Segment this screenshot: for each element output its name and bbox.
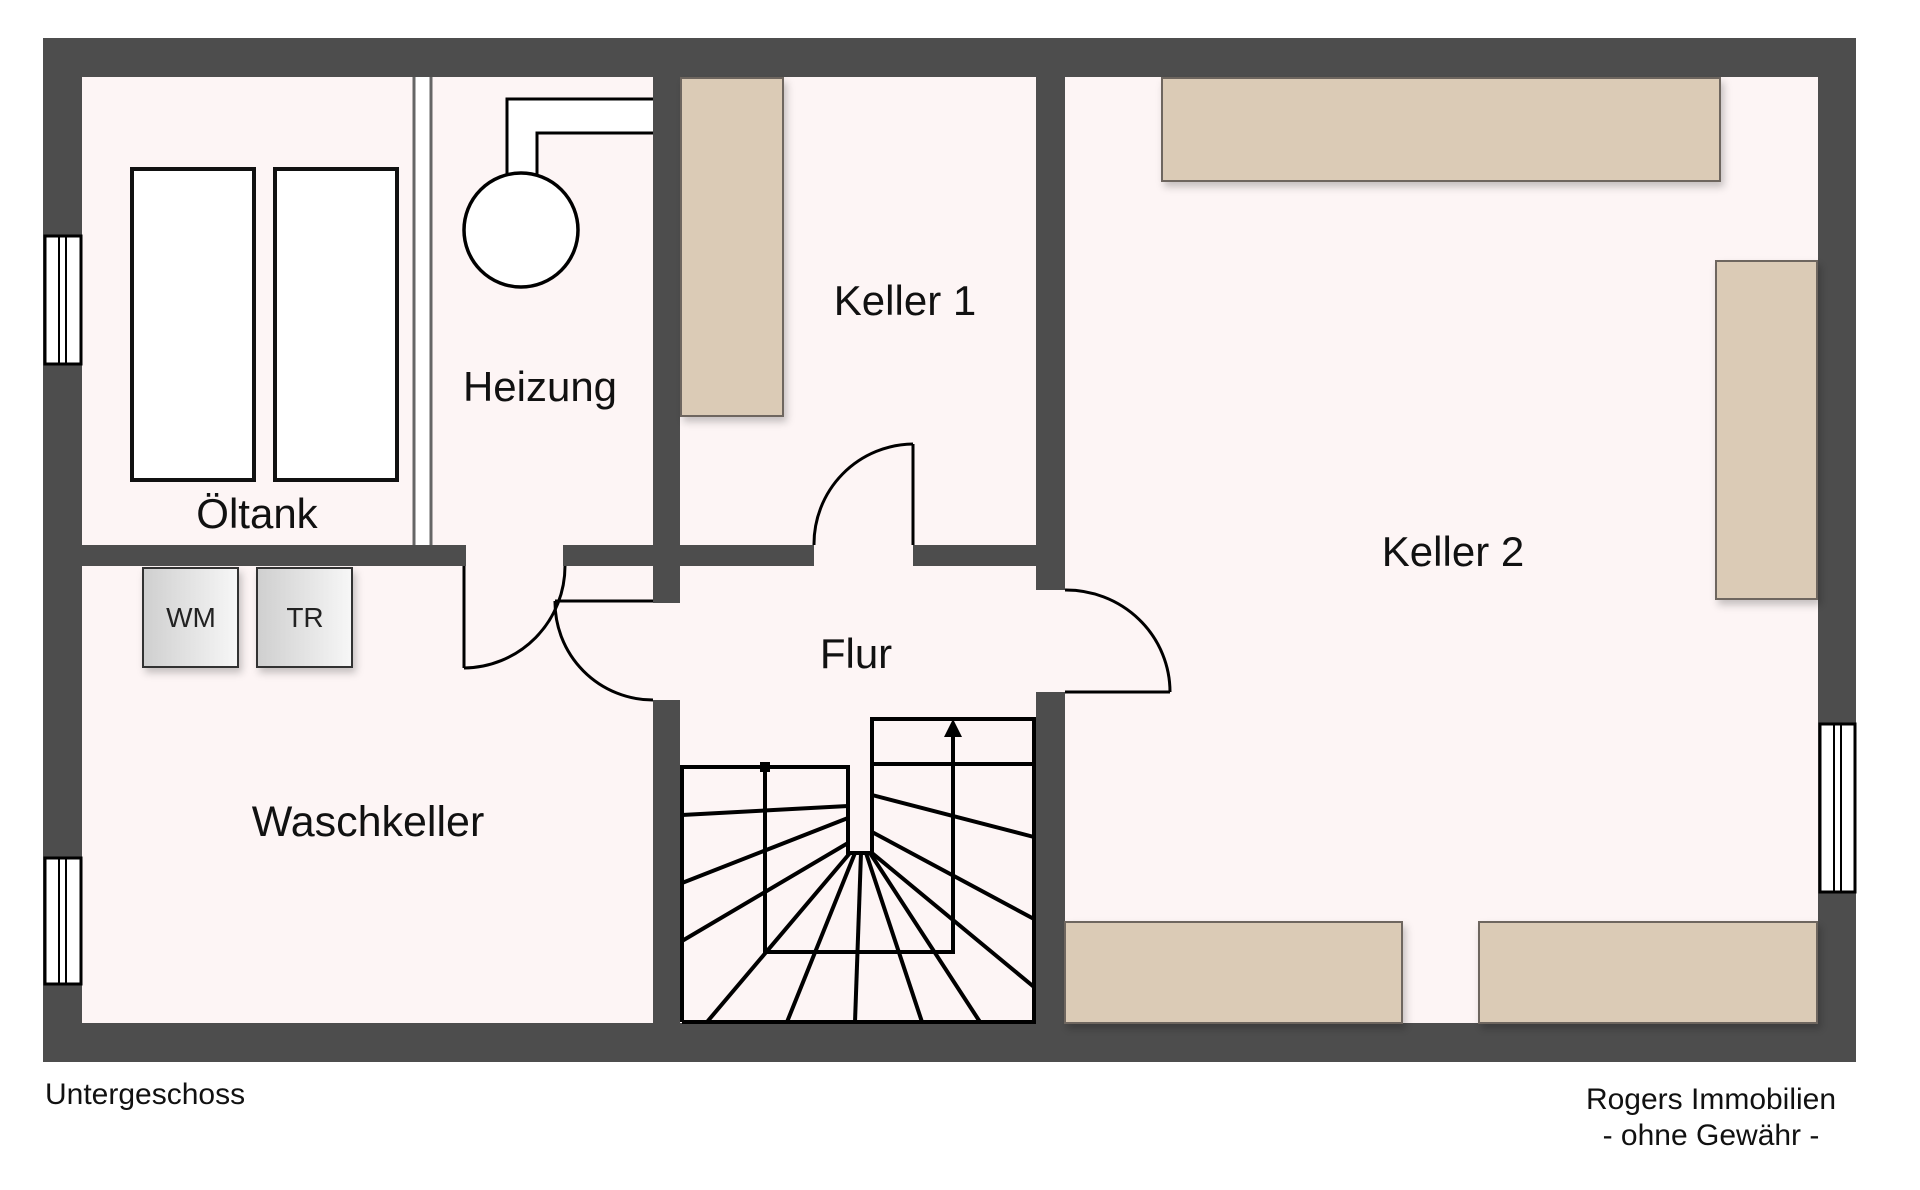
- window-left-bottom: [43, 856, 83, 986]
- window-right: [1818, 722, 1857, 894]
- shelf-keller2-bottom-right: [1478, 921, 1818, 1024]
- floor-name: Untergeschoss: [45, 1078, 245, 1111]
- room-label-flur: Flur: [820, 630, 892, 677]
- door-keller1: [812, 442, 915, 546]
- oil-tank-1: [130, 167, 256, 482]
- washing-machine: WM: [142, 567, 239, 668]
- shelf-keller2-top: [1161, 77, 1721, 182]
- dryer: TR: [256, 567, 353, 668]
- window-left-top: [43, 234, 83, 366]
- shelf-keller2-right: [1715, 260, 1818, 600]
- staircase: [680, 717, 1036, 1024]
- room-label-keller2: Keller 2: [1382, 528, 1524, 575]
- disclaimer: - ohne Gewähr -: [1603, 1119, 1820, 1152]
- interior-walls: [82, 77, 1065, 1023]
- arrow-up-icon: [944, 719, 962, 737]
- door-waschkeller: [553, 599, 654, 702]
- shelf-keller1: [680, 77, 784, 417]
- company-name: Rogers Immobilien: [1586, 1083, 1836, 1116]
- room-label-heizung: Heizung: [463, 363, 617, 410]
- room-label-waschkeller: Waschkeller: [252, 798, 485, 846]
- washing-machine-label: WM: [166, 602, 216, 633]
- boiler-icon: [462, 97, 653, 289]
- stair-start-marker: [760, 762, 770, 772]
- room-label-keller1: Keller 1: [834, 277, 976, 324]
- oil-tank-2: [273, 167, 399, 482]
- door-heizung: [462, 565, 567, 670]
- shelf-keller2-bottom-left: [1064, 921, 1403, 1024]
- walking-line: [763, 734, 955, 954]
- room-label-oeltank: Öltank: [196, 490, 318, 537]
- door-keller2: [1064, 588, 1172, 694]
- partition-wall: [412, 77, 433, 545]
- dryer-label: TR: [286, 602, 323, 633]
